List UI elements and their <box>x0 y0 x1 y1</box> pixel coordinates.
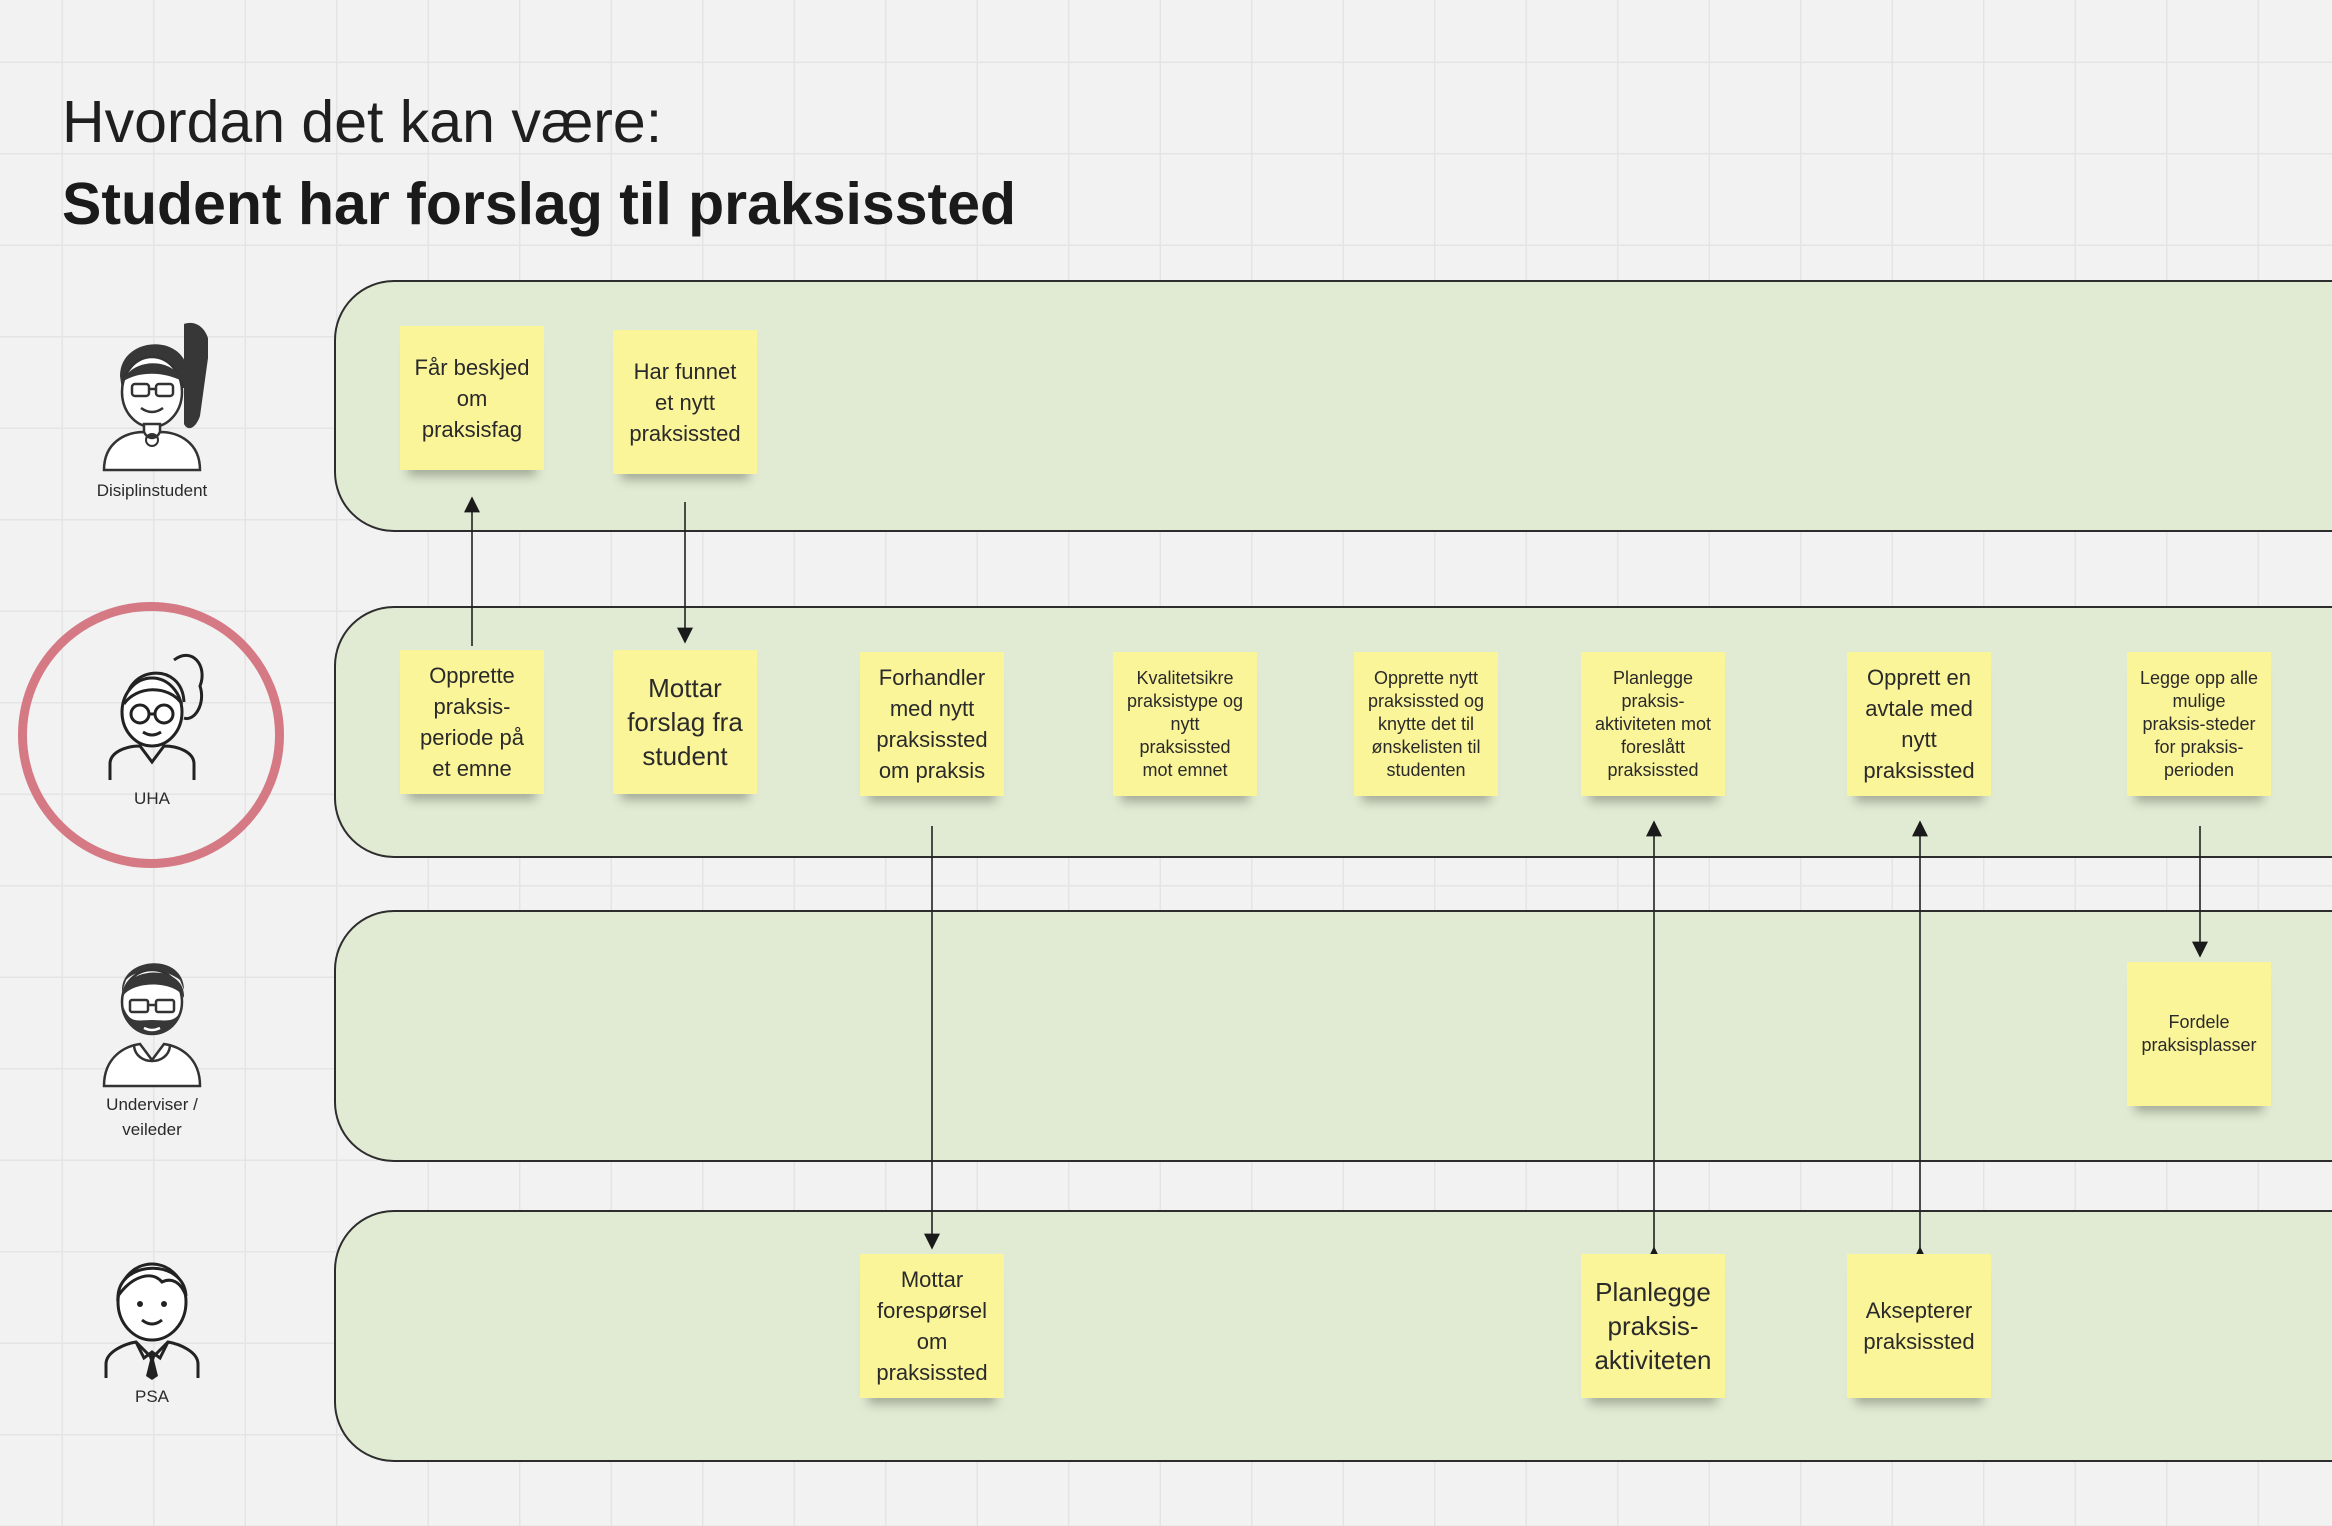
note-text: Kvalitetsikre praksistype og nytt praksi… <box>1126 667 1244 780</box>
actor-psa: PSA <box>52 1250 252 1409</box>
note-text: Planlegge praksis- aktiviteten <box>1594 1277 1712 1375</box>
sticky-note[interactable]: Fordele praksisplasser <box>2127 962 2271 1106</box>
female-admin-avatar-icon <box>108 653 204 780</box>
lane-teacher <box>334 910 2332 1162</box>
sticky-note[interactable]: Mottar forslag fra student <box>613 650 757 794</box>
note-text: Mottar forespørsel om praksissted <box>876 1267 988 1385</box>
note-text: Fordele praksisplasser <box>2141 1012 2257 1055</box>
note-text: Forhandler med nytt praksissted om praks… <box>876 665 988 783</box>
note-text: Planlegge praksis- aktiviteten mot fores… <box>1594 667 1712 780</box>
lane-uha <box>334 606 2332 858</box>
sticky-note[interactable]: Forhandler med nytt praksissted om praks… <box>860 652 1004 796</box>
sticky-note[interactable]: Mottar forespørsel om praksissted <box>860 1254 1004 1398</box>
sticky-note[interactable]: Opprette nytt praksissted og knytte det … <box>1354 652 1498 796</box>
actor-teacher: Underviser / veileder <box>52 940 252 1142</box>
note-text: Har funnet et nytt praksissted <box>629 358 741 446</box>
man-with-tie-avatar-icon <box>104 1262 200 1380</box>
sticky-note[interactable]: Planlegge praksis- aktiviteten <box>1581 1254 1725 1398</box>
actor-label: Disiplinstudent <box>96 481 208 500</box>
highlight-ring <box>18 602 284 868</box>
note-text: Får beskjed om praksisfag <box>414 354 530 442</box>
note-text: Mottar forslag fra student <box>627 673 743 771</box>
sticky-note[interactable]: Opprette praksis- periode på et emne <box>400 650 544 794</box>
sticky-note[interactable]: Opprett en avtale med nytt praksissted <box>1847 652 1991 796</box>
diagram-title: Student har forslag til praksissted <box>62 171 1017 237</box>
actor-label: PSA <box>134 1387 170 1406</box>
female-student-avatar-icon <box>102 322 208 472</box>
note-text: Opprette praksis- periode på et emne <box>420 663 524 781</box>
actor-uha: UHA <box>52 646 252 811</box>
note-text: Opprett en avtale med nytt praksissted <box>1863 665 1975 783</box>
sticky-note[interactable]: Får beskjed om praksisfag <box>400 326 544 470</box>
sticky-note[interactable]: Kvalitetsikre praksistype og nytt praksi… <box>1113 652 1257 796</box>
sticky-note[interactable]: Aksepterer praksissted <box>1847 1254 1991 1398</box>
actor-label: Underviser / veileder <box>106 1095 198 1139</box>
bearded-man-avatar-icon <box>102 963 202 1088</box>
note-text: Legge opp alle mulige praksis-steder for… <box>2139 667 2259 780</box>
sticky-note[interactable]: Har funnet et nytt praksissted <box>613 330 757 474</box>
note-text: Aksepterer praksissted <box>1863 1298 1975 1354</box>
actor-label: UHA <box>134 789 170 808</box>
sticky-note[interactable]: Legge opp alle mulige praksis-steder for… <box>2127 652 2271 796</box>
lane-psa <box>334 1210 2332 1462</box>
actor-student: Disiplinstudent <box>52 312 252 503</box>
title-intro: Hvordan det kan være: <box>62 89 663 155</box>
note-text: Opprette nytt praksissted og knytte det … <box>1367 667 1485 780</box>
sticky-note[interactable]: Planlegge praksis- aktiviteten mot fores… <box>1581 652 1725 796</box>
